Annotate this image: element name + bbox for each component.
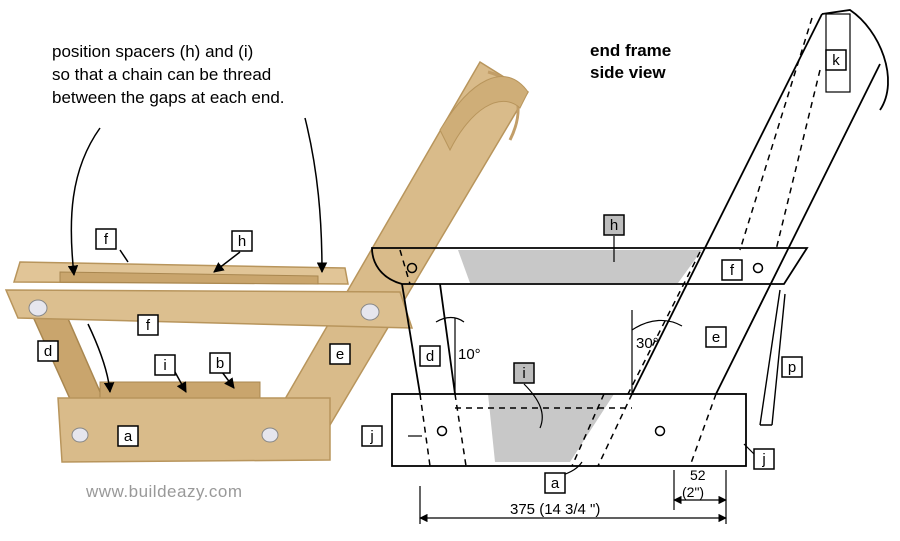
photo-assembly <box>4 60 530 463</box>
drawing-label-p: p <box>788 359 796 376</box>
drawing-label-i: i <box>522 365 525 382</box>
label-f-front: f <box>146 317 151 334</box>
dimension-lines <box>419 470 727 524</box>
drawing-label-f: f <box>730 262 735 279</box>
drawing-label-j-right: j <box>761 451 765 468</box>
dimension-small: 52 <box>690 467 706 483</box>
drawing-heading: end frame side view <box>590 40 671 84</box>
label-d: d <box>44 343 52 360</box>
label-b: b <box>216 355 224 372</box>
drawing-label-e: e <box>712 329 720 346</box>
drawing-label-boxes: h f k e d i p j j a <box>361 49 847 494</box>
spacer-instruction-note: position spacers (h) and (i) so that a c… <box>52 40 285 109</box>
drawing-leg-e <box>631 13 881 395</box>
dimension-overall: 375 (14 3/4 ") <box>510 501 600 518</box>
angle-e-label: 30° <box>636 335 659 352</box>
label-a: a <box>124 428 133 445</box>
drawing-spacer-h-shading <box>458 250 702 283</box>
angle-d-label: 10° <box>458 346 481 363</box>
label-f-top: f <box>104 231 109 248</box>
photo-label-boxes: f h f d e i b a <box>37 228 351 447</box>
photo-board-f-front <box>4 289 414 329</box>
photo-spacer-i <box>99 381 261 399</box>
photo-board-a <box>57 397 331 463</box>
drawing-board-j <box>391 393 747 467</box>
drawing-label-a: a <box>551 475 560 492</box>
drawing-label-k: k <box>832 52 840 69</box>
watermark: www.buildeazy.com <box>86 482 243 501</box>
note-line-2: so that a chain can be thread <box>52 65 272 84</box>
note-line-1: position spacers (h) and (i) <box>52 42 254 61</box>
drawing-spacer-i-shading <box>488 394 614 462</box>
drawing-rail-f <box>371 247 809 285</box>
drawing-arm-k <box>821 9 889 111</box>
technical-drawing <box>371 9 889 524</box>
label-e: e <box>336 346 344 363</box>
drawing-label-j-left: j <box>369 428 373 445</box>
hidden-lines <box>399 17 821 467</box>
drawing-label-h: h <box>610 217 618 234</box>
heading-line-2: side view <box>590 63 666 82</box>
heading-line-1: end frame <box>590 41 672 60</box>
photo-board-e <box>268 60 530 426</box>
photo-spacer-h <box>59 271 319 285</box>
drawing-label-d: d <box>426 348 434 365</box>
label-h: h <box>238 233 246 250</box>
label-i: i <box>163 357 166 374</box>
note-line-3: between the gaps at each end. <box>52 88 285 107</box>
annotation-text: 10° 30° 375 (14 3/4 ") 52 (2") <box>458 335 706 518</box>
dimension-small-imperial: (2") <box>682 484 704 500</box>
photo-arrows <box>67 117 328 394</box>
drawing-leg-d <box>401 283 456 395</box>
